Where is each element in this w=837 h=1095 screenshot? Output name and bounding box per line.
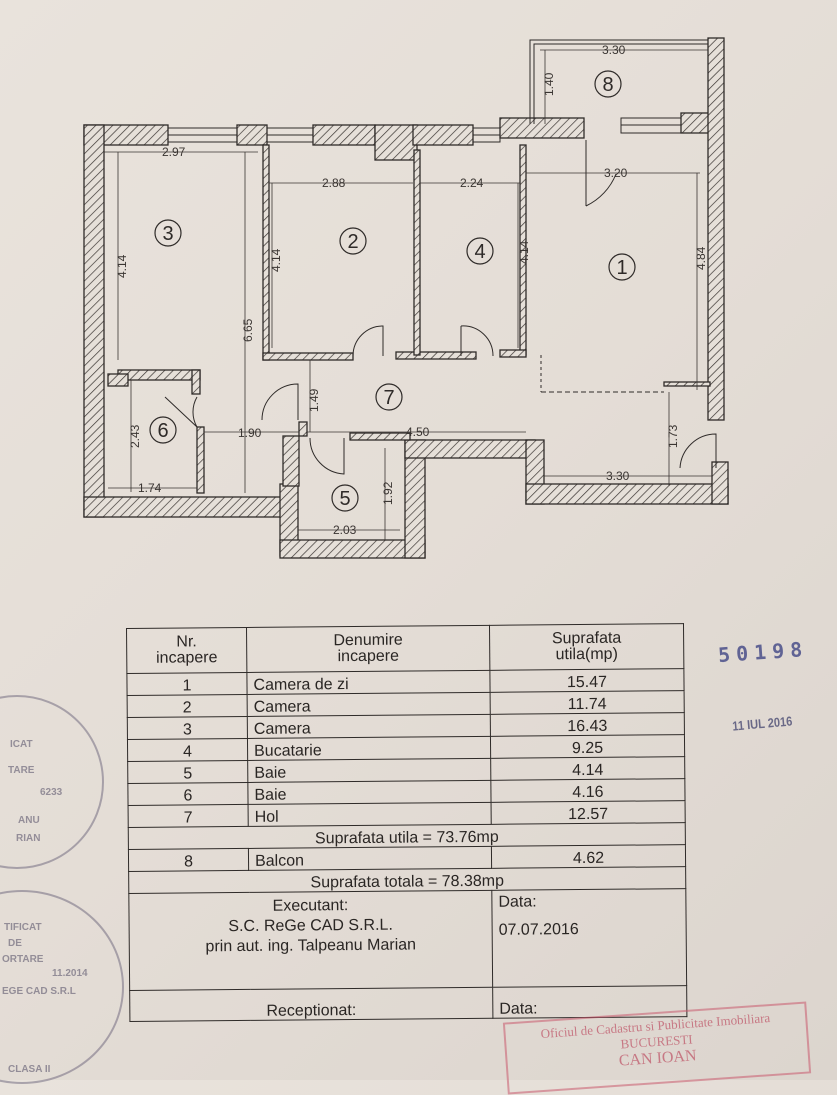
dim-room6-depth: 2.43	[128, 424, 142, 448]
dim-balcony-depth: 1.40	[542, 72, 556, 96]
wall	[680, 112, 712, 134]
wall	[83, 496, 295, 518]
dim-balcony-width: 3.30	[602, 43, 626, 57]
wall	[279, 539, 426, 559]
dim-room2-depth: 4.14	[269, 248, 283, 272]
wall	[312, 124, 376, 146]
dim-hall-length: 4.50	[406, 425, 430, 439]
room-label-8: 8	[602, 74, 613, 96]
wall	[107, 373, 129, 387]
seal-bottom: TIFICAT DE ORTARE 11.2014 EGE CAD S.R.L …	[0, 890, 124, 1084]
wall	[298, 421, 308, 437]
room-label-1: 1	[616, 257, 627, 279]
wall	[236, 124, 268, 146]
dim-room5-depth: 1.92	[381, 481, 395, 505]
wall	[499, 349, 527, 358]
room-label-3: 3	[162, 223, 173, 245]
wall	[83, 124, 105, 518]
room-label-7: 7	[383, 387, 394, 409]
wall	[196, 426, 205, 494]
wall	[711, 461, 729, 505]
dim-room4-width: 2.24	[460, 176, 484, 190]
wall	[282, 435, 300, 487]
dim-room3-width: 2.97	[162, 145, 186, 159]
dim-room4-depth: 4.14	[517, 240, 531, 264]
room-label-4: 4	[474, 241, 485, 263]
dim-hall-corridor-width: 1.90	[238, 426, 262, 440]
dim-entry-width: 3.30	[606, 469, 630, 483]
wall	[395, 351, 477, 360]
dim-room2-width: 2.88	[322, 176, 346, 190]
dim-overall-left: 6.65	[241, 318, 255, 342]
wall	[525, 483, 729, 505]
wall	[499, 117, 585, 139]
registration-date-stamp: 11 IUL 2016	[731, 713, 793, 734]
registration-number-stamp: 50198	[717, 636, 809, 668]
executant-row: Executant: S.C. ReGe CAD S.R.L. prin aut…	[128, 888, 687, 991]
dim-room3-depth: 4.14	[115, 254, 129, 278]
wall	[117, 369, 201, 381]
header-nr: Nr.incapere	[126, 627, 247, 674]
wall	[404, 439, 536, 459]
wall	[663, 381, 711, 387]
wall	[262, 352, 354, 361]
seal-top: ICAT TARE 6233 ANU RIAN	[0, 695, 104, 869]
floor-plan: 3.30 1.40 2.97 2.88 2.24 3.20 4.14 4.14 …	[83, 37, 729, 559]
date-cell: Data: 07.07.2016	[491, 888, 687, 988]
dim-room5-width: 2.03	[333, 523, 357, 537]
wall	[191, 369, 201, 395]
room-label-5: 5	[339, 488, 350, 510]
wall	[412, 124, 474, 146]
executant-cell: Executant: S.C. ReGe CAD S.R.L. prin aut…	[128, 890, 493, 991]
room-label-2: 2	[347, 231, 358, 253]
dim-room6-width: 1.74	[138, 481, 162, 495]
room-label-6: 6	[157, 420, 168, 442]
dim-hall-depth: 1.49	[307, 388, 321, 412]
wall	[707, 37, 725, 421]
dim-room1-width: 3.20	[604, 166, 628, 180]
wall	[349, 432, 411, 441]
dim-entry-depth: 1.73	[666, 424, 680, 448]
dim-room1-depth: 4.84	[694, 246, 708, 270]
wall	[413, 149, 421, 356]
wall	[374, 124, 418, 161]
